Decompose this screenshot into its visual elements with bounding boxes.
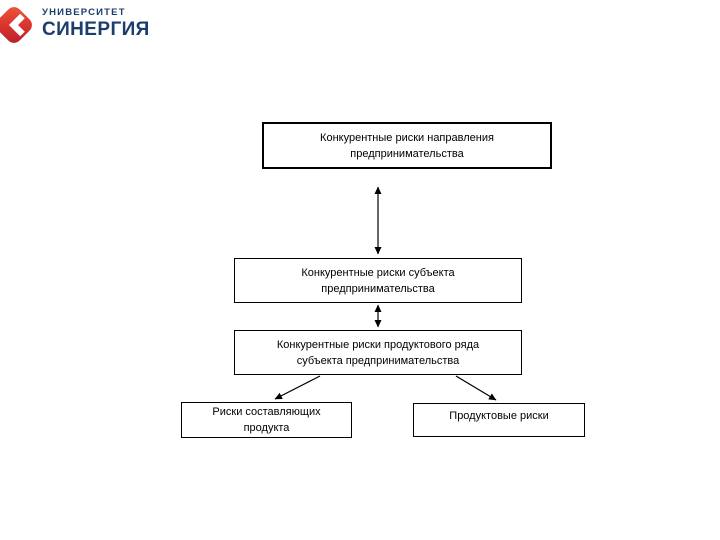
logo-text: УНИВЕРСИТЕТ СИНЕРГИЯ <box>42 8 150 39</box>
synergy-logo: УНИВЕРСИТЕТ СИНЕРГИЯ <box>0 0 220 56</box>
chevron-left-icon <box>0 7 32 43</box>
node-direction-risks: Конкурентные риски направления предприни… <box>262 122 552 169</box>
node-product-line-risks: Конкурентные риски продуктового ряда суб… <box>234 330 522 375</box>
arrow-to-component-risks <box>274 375 321 400</box>
node-product-risks: Продуктовые риски <box>413 403 585 437</box>
logo-university-label: УНИВЕРСИТЕТ <box>42 7 126 18</box>
node-component-risks: Риски составляющих продукта <box>181 402 352 438</box>
arrow-to-product-risks <box>455 375 497 401</box>
node-subject-risks: Конкурентные риски субъекта предпринимат… <box>234 258 522 303</box>
logo-brand-label: СИНЕРГИЯ <box>42 18 150 40</box>
